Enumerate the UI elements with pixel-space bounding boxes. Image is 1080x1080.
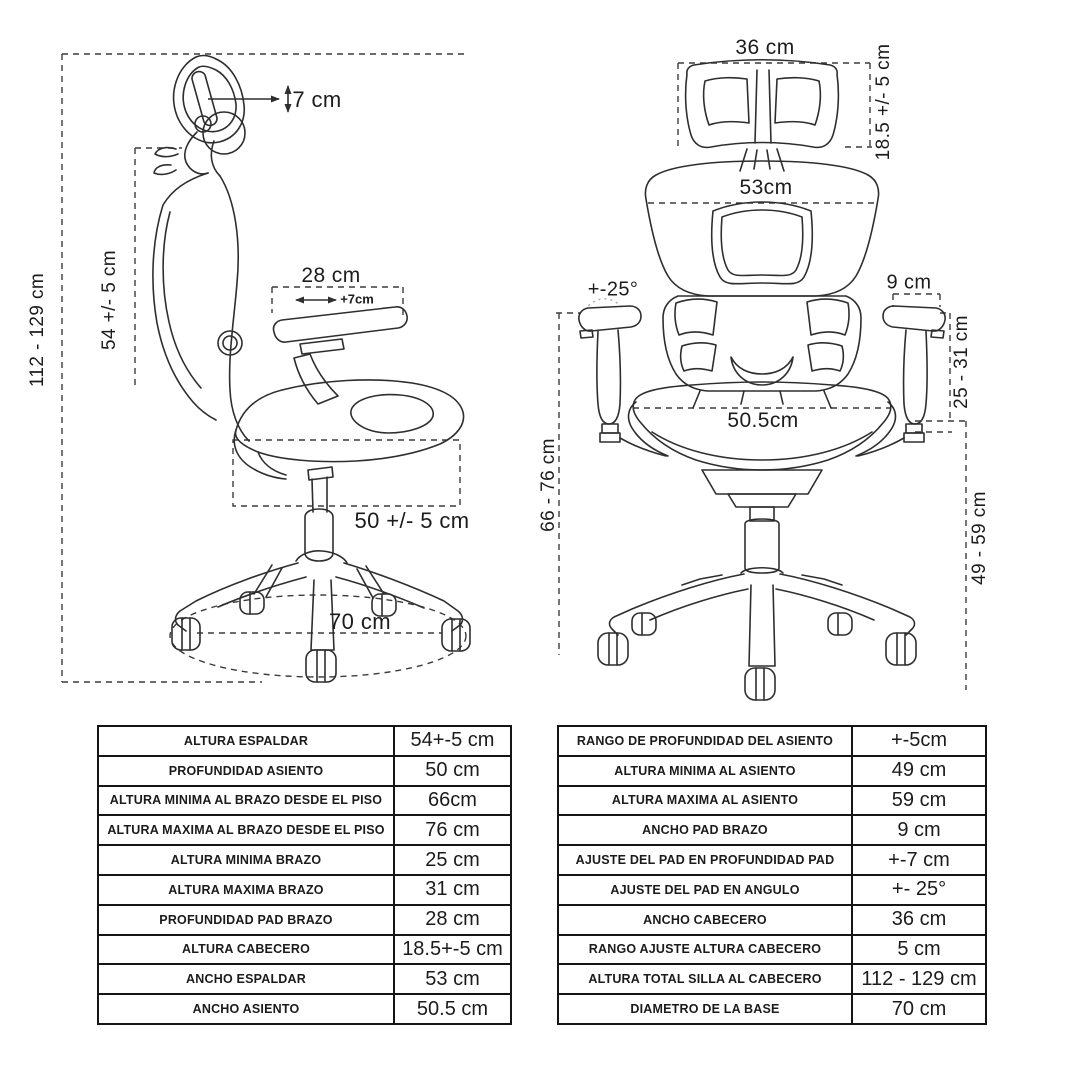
front-left-armrest: [578, 305, 667, 457]
spec-label: ALTURA MAXIMA AL BRAZO DESDE EL PISO: [97, 814, 395, 847]
spec-label: AJUSTE DEL PAD EN ANGULO: [557, 873, 853, 906]
dimension-lines: [61, 53, 967, 690]
side-seat-depth-label: 50 +/- 5 cm: [354, 508, 470, 533]
side-armpad-depth-label: 28 cm: [301, 264, 361, 287]
spec-value: 50.5 cm: [393, 993, 512, 1025]
spec-label: RANGO AJUSTE ALTURA CABECERO: [557, 933, 853, 966]
front-right-armrest: [857, 305, 946, 457]
front-headrest: [684, 58, 840, 149]
spec-label: ANCHO ESPALDAR: [97, 963, 395, 996]
spec-value: +- 25°: [851, 873, 987, 906]
spec-label: ALTURA ESPALDAR: [97, 725, 395, 757]
front-arm-height-label: 25 - 31 cm: [951, 315, 972, 409]
spec-label: RANGO DE PROFUNDIDAD DEL ASIENTO: [557, 725, 853, 757]
side-view-drawing: [152, 54, 471, 683]
front-floor-to-arm-label: 66 - 76 cm: [538, 438, 559, 532]
spec-label: AJUSTE DEL PAD EN PROFUNDIDAD PAD: [557, 844, 853, 876]
right-spec-table: RANGO DE PROFUNDIDAD DEL ASIENTO+-5cm AL…: [557, 725, 987, 1025]
spec-label: ANCHO CABECERO: [557, 903, 853, 936]
front-casters: [597, 612, 917, 701]
spec-label: ALTURA MINIMA BRAZO: [97, 844, 395, 876]
spec-label: ALTURA TOTAL SILLA AL CABECERO: [557, 963, 853, 996]
spec-value: 18.5+-5 cm: [393, 933, 512, 966]
front-pad-width-label: 9 cm: [886, 271, 932, 294]
front-headrest-width-label: 36 cm: [735, 36, 795, 59]
table-row: AJUSTE DEL PAD EN ANGULO+- 25°: [557, 873, 987, 906]
front-view-drawing: [578, 58, 946, 701]
table-row: RANGO DE PROFUNDIDAD DEL ASIENTO+-5cm: [557, 725, 987, 757]
spec-label: PROFUNDIDAD PAD BRAZO: [97, 903, 395, 936]
spec-value: +-7 cm: [851, 844, 987, 876]
spec-label: ALTURA MINIMA AL BRAZO DESDE EL PISO: [97, 784, 395, 817]
spec-value: 50 cm: [393, 754, 512, 787]
side-armpad-travel-label: +7cm: [340, 291, 374, 307]
spec-label: ALTURA MAXIMA AL ASIENTO: [557, 784, 853, 817]
spec-value: 76 cm: [393, 814, 512, 847]
spec-label: ANCHO PAD BRAZO: [557, 814, 853, 847]
front-seat-height-label: 49 - 59 cm: [969, 491, 990, 585]
spec-label: ALTURA MAXIMA BRAZO: [97, 873, 395, 906]
spec-value: 49 cm: [851, 754, 987, 787]
spec-label: ALTURA MINIMA AL ASIENTO: [557, 754, 853, 787]
side-backrest-height-label: 54 +/- 5 cm: [99, 250, 120, 350]
table-row: AJUSTE DEL PAD EN PROFUNDIDAD PAD+-7 cm: [557, 844, 987, 876]
spec-label: ALTURA CABECERO: [97, 933, 395, 966]
front-backrest-width-label: 53cm: [739, 176, 793, 199]
side-headrest-depth-label: 7 cm: [292, 87, 342, 112]
spec-value: 25 cm: [393, 844, 512, 876]
side-seat: [234, 379, 465, 463]
front-seat-width-label: 50.5cm: [727, 409, 799, 432]
spec-label: PROFUNDIDAD ASIENTO: [97, 754, 395, 787]
spec-value: 54+-5 cm: [393, 725, 512, 757]
spec-value: 53 cm: [393, 963, 512, 996]
spec-value: 31 cm: [393, 873, 512, 906]
side-lumbar-knob: [217, 330, 243, 356]
side-armrest-pad: [272, 306, 408, 343]
side-base-diameter-label: 70 cm: [329, 609, 391, 634]
front-headrest-height-label: 18.5 +/- 5 cm: [873, 43, 894, 161]
spec-value: 70 cm: [851, 993, 987, 1025]
side-total-height-label: 112 - 129 cm: [27, 272, 48, 388]
spec-value: 36 cm: [851, 903, 987, 936]
front-seat: [632, 381, 892, 471]
side-casters: [171, 591, 471, 683]
spec-value: 5 cm: [851, 933, 987, 966]
spec-value: +-5cm: [851, 725, 987, 757]
spec-value: 9 cm: [851, 814, 987, 847]
spec-value: 66cm: [393, 784, 512, 817]
spec-value: 112 - 129 cm: [851, 963, 987, 996]
spec-label: DIAMETRO DE LA BASE: [557, 993, 853, 1025]
spec-label: ANCHO ASIENTO: [97, 993, 395, 1025]
spec-value: 59 cm: [851, 784, 987, 817]
front-pad-angle-label: +-25°: [587, 278, 639, 301]
side-headrest-cushion: [202, 111, 246, 155]
spec-value: 28 cm: [393, 903, 512, 936]
